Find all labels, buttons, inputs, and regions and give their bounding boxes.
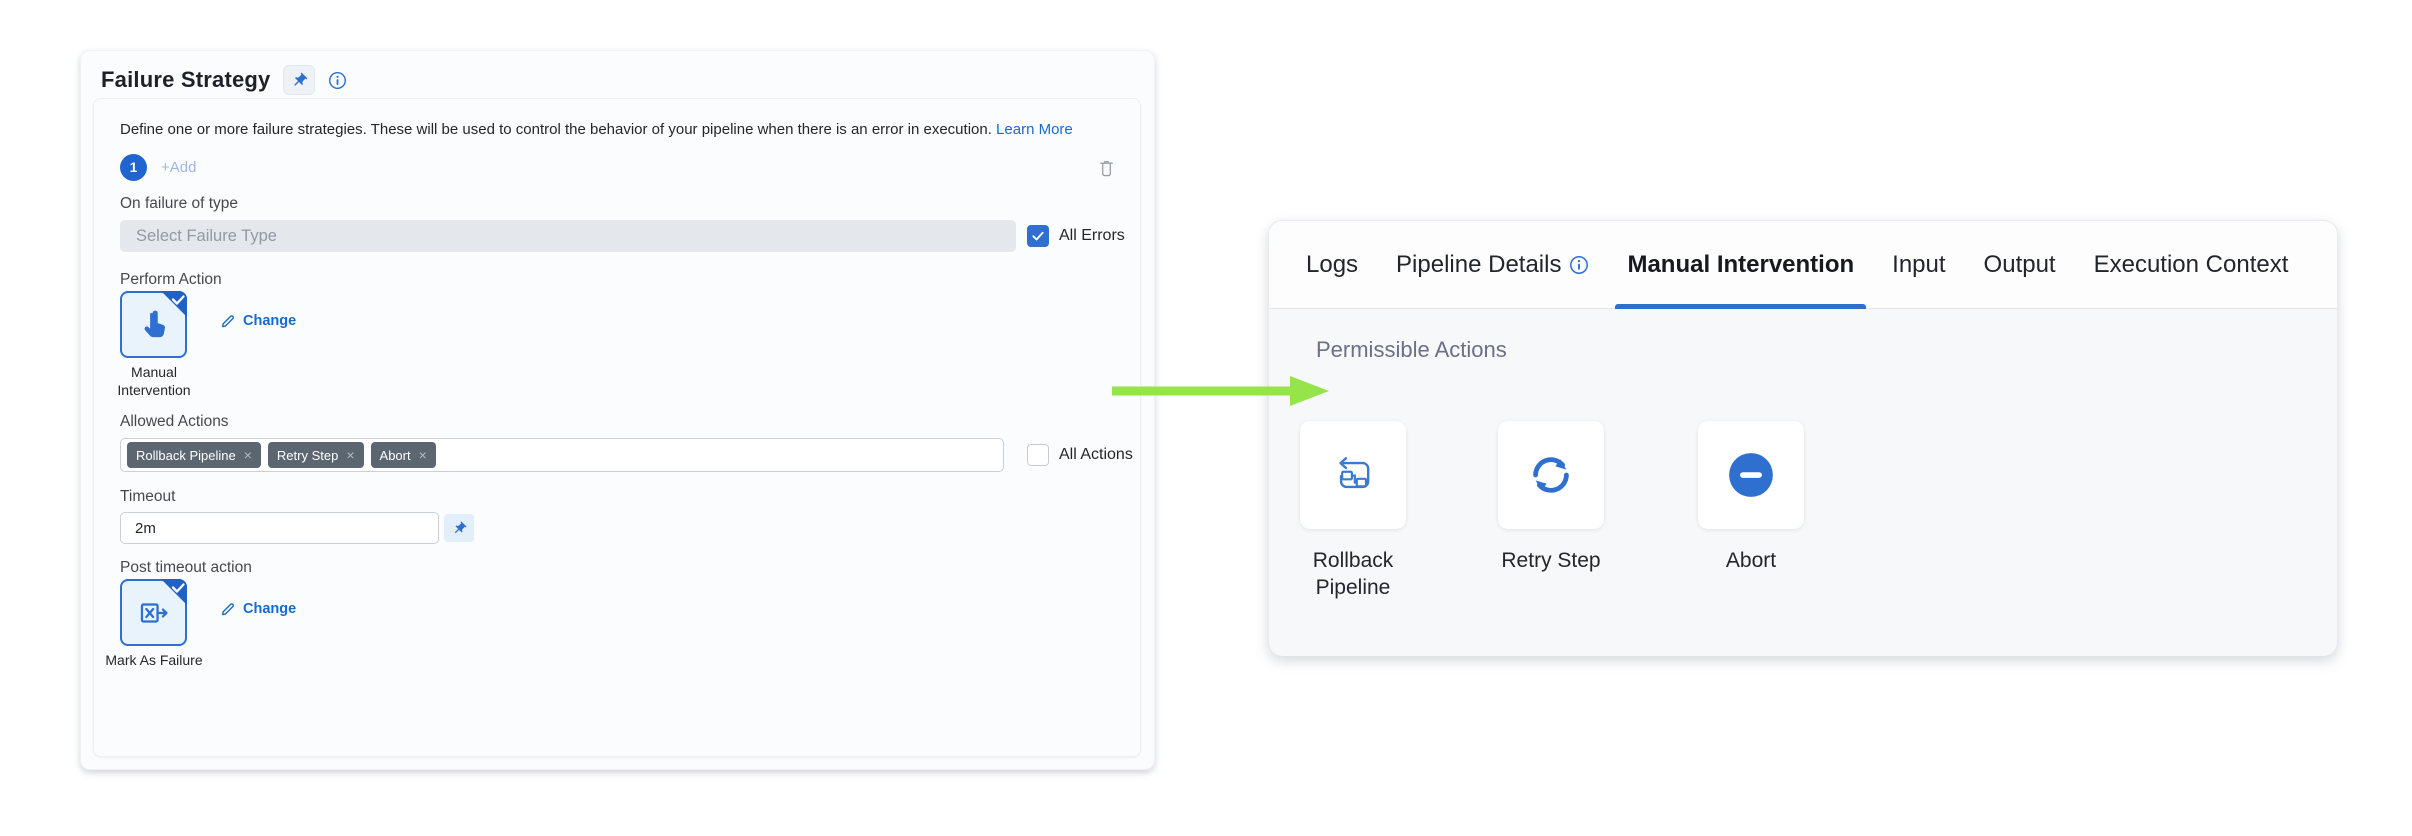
selected-check-icon: [160, 579, 187, 611]
change-label: Change: [243, 601, 297, 617]
failure-type-input[interactable]: [120, 220, 1016, 252]
all-actions-checkbox[interactable]: All Actions: [1027, 444, 1133, 466]
add-strategy-button[interactable]: +Add: [161, 158, 197, 176]
pencil-icon: [221, 603, 234, 616]
panel-title: Failure Strategy: [101, 67, 271, 92]
selected-action-caption: Manual Intervention: [117, 364, 191, 398]
pencil-icon: [221, 315, 234, 328]
rollback-pipeline-icon: [1339, 457, 1370, 489]
info-icon[interactable]: [328, 71, 347, 90]
delete-strategy-button[interactable]: [1097, 157, 1116, 178]
abort-icon: [1729, 453, 1773, 497]
tab-output[interactable]: Output: [1983, 250, 2056, 278]
pin-icon: [294, 72, 308, 85]
trash-icon: [1100, 160, 1113, 176]
checkbox-checked-icon[interactable]: [1027, 225, 1049, 247]
allowed-actions-input[interactable]: Rollback Pipeline × Retry Step × Abort ×: [120, 438, 1004, 472]
tag-rollback-pipeline[interactable]: Rollback Pipeline ×: [127, 442, 261, 468]
post-timeout-caption: Mark As Failure: [105, 652, 203, 668]
all-actions-label: All Actions: [1059, 446, 1133, 463]
tabs-bar: Logs Pipeline Details Manual Interventio…: [1269, 221, 2337, 309]
tag-abort[interactable]: Abort ×: [370, 442, 436, 468]
all-errors-label: All Errors: [1059, 227, 1125, 244]
mark-as-failure-card[interactable]: [120, 579, 187, 646]
retry-step-label: Retry Step: [1501, 549, 1601, 572]
allowed-actions-label: Allowed Actions: [120, 413, 229, 430]
change-action-button[interactable]: Change: [220, 313, 296, 329]
checkbox-unchecked-icon[interactable]: [1027, 444, 1049, 466]
timeout-label: Timeout: [120, 488, 176, 505]
manual-intervention-card[interactable]: [120, 291, 187, 358]
tab-input[interactable]: Input: [1892, 250, 1946, 278]
permissible-actions-title: Permissible Actions: [1316, 337, 1507, 362]
change-label: Change: [243, 313, 297, 329]
tag-label: Retry Step: [276, 447, 339, 463]
tag-label: Rollback Pipeline: [136, 447, 236, 463]
pin-button[interactable]: [283, 65, 316, 95]
mark-as-failure-icon: [122, 581, 185, 644]
tab-label: Pipeline Details: [1396, 250, 1562, 278]
retry-step-icon: [1533, 457, 1569, 493]
rollback-pipeline-button[interactable]: [1300, 421, 1406, 529]
all-errors-checkbox[interactable]: All Errors: [1027, 225, 1125, 247]
remove-tag-icon[interactable]: ×: [243, 447, 252, 463]
abort-button[interactable]: [1698, 421, 1804, 529]
tab-execution-context[interactable]: Execution Context: [2093, 250, 2289, 278]
failure-strategy-panel: Failure Strategy Define one or more fail…: [80, 50, 1155, 770]
rollback-pipeline-label: Rollback Pipeline: [1312, 549, 1394, 600]
post-timeout-label: Post timeout action: [120, 559, 252, 576]
tab-logs[interactable]: Logs: [1306, 250, 1359, 278]
remove-tag-icon[interactable]: ×: [346, 447, 355, 463]
retry-step-button[interactable]: [1498, 421, 1604, 529]
tag-retry-step[interactable]: Retry Step ×: [267, 442, 364, 468]
info-icon[interactable]: [1569, 255, 1589, 275]
abort-label: Abort: [1725, 549, 1777, 572]
manual-intervention-content: Permissible Actions Rol: [1269, 309, 2337, 656]
selected-check-icon: [160, 291, 187, 323]
on-failure-label: On failure of type: [120, 195, 239, 212]
manual-intervention-icon: [122, 293, 185, 356]
description-text: Define one or more failure strategies. T…: [120, 121, 992, 138]
tag-label: Abort: [379, 447, 411, 463]
failure-strategy-header: Failure Strategy: [81, 51, 1154, 95]
pointer-arrow: [1112, 376, 1329, 406]
change-post-timeout-button[interactable]: Change: [220, 601, 296, 617]
execution-details-panel: Logs Pipeline Details Manual Interventio…: [1268, 220, 2338, 656]
learn-more-link[interactable]: Learn More: [996, 121, 1073, 138]
timeout-input[interactable]: [120, 512, 439, 544]
strategy-description: Define one or more failure strategies. T…: [120, 121, 1100, 138]
pin-icon: [454, 521, 466, 533]
failure-strategy-card: Define one or more failure strategies. T…: [93, 98, 1141, 757]
timeout-pin-button[interactable]: [444, 514, 474, 542]
remove-tag-icon[interactable]: ×: [418, 447, 427, 463]
perform-action-label: Perform Action: [120, 271, 222, 288]
tab-manual-intervention[interactable]: Manual Intervention: [1615, 221, 1866, 309]
strategy-index-badge[interactable]: 1: [120, 153, 147, 181]
tab-pipeline-details[interactable]: Pipeline Details: [1396, 221, 1589, 308]
